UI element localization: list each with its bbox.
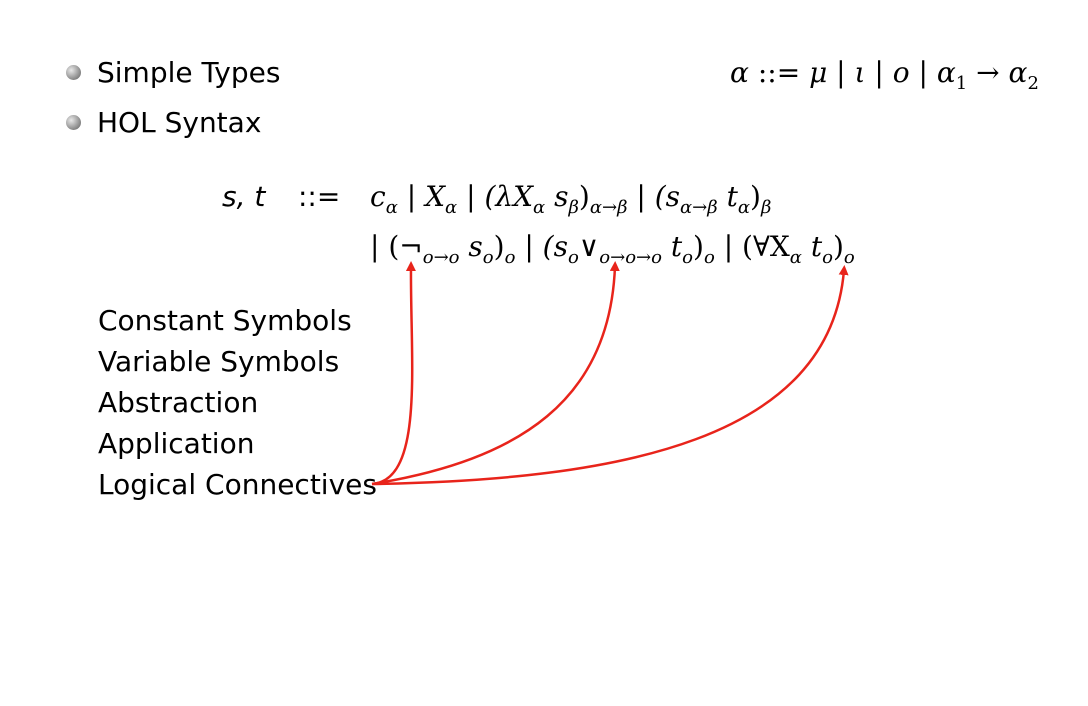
bullet-label: HOL Syntax [97, 106, 262, 139]
bullet-label: Simple Types [97, 56, 281, 89]
arrow-to-disjunction [371, 261, 620, 486]
label-variable-symbols: Variable Symbols [98, 345, 340, 378]
bullet-dot-icon [66, 115, 81, 130]
label-logical-connectives: Logical Connectives [98, 468, 377, 501]
bullet-dot-icon [66, 65, 81, 80]
symbol-labels: Constant Symbols Variable Symbols Abstra… [98, 300, 377, 505]
arrow-to-negation [371, 261, 416, 486]
label-constant-symbols: Constant Symbols [98, 304, 352, 337]
simple-types-formula: α ::= μ | ι | o | α1 → α2 [730, 56, 1039, 94]
label-application: Application [98, 427, 255, 460]
bullet-hol-syntax: HOL Syntax [66, 106, 261, 139]
grammar-lhs: s, t [222, 180, 266, 213]
grammar-def: ::= [298, 180, 341, 213]
arrow-to-forall [371, 265, 849, 486]
bullet-simple-types: Simple Types [66, 56, 280, 89]
grammar-line-1: cα | Xα | (λXα sβ)α→β | (sα→β tα)β [370, 180, 772, 218]
label-abstraction: Abstraction [98, 386, 259, 419]
